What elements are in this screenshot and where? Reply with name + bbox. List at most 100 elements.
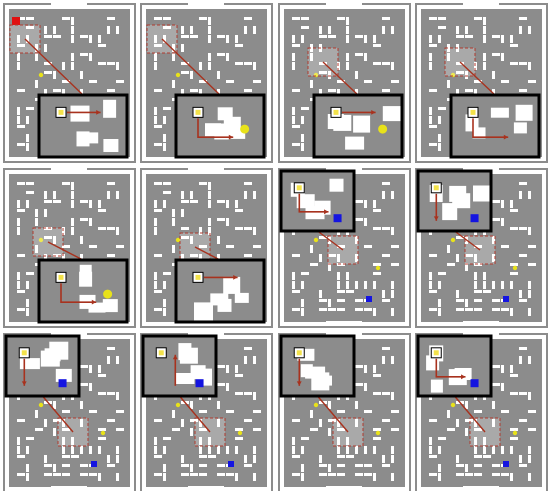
maze-wall-segment <box>474 455 482 458</box>
maze-wall-segment <box>53 35 61 38</box>
maze-wall-segment <box>116 410 124 413</box>
maze-wall-segment <box>98 365 101 373</box>
goal-block-icon <box>470 379 479 388</box>
maze-wall-segment <box>382 299 390 302</box>
maze-wall-segment <box>116 446 119 454</box>
maze-wall-segment <box>301 116 304 124</box>
maze-wall-segment <box>483 35 486 43</box>
maze-wall-segment <box>391 446 394 454</box>
maze-wall-segment <box>483 437 486 445</box>
maze-wall-segment <box>483 446 486 454</box>
zoom-inset <box>37 93 129 159</box>
maze-wall-segment <box>391 281 394 289</box>
maze-wall-segment <box>235 428 243 431</box>
maze-wall-segment <box>80 419 83 427</box>
inset-wall-block <box>442 203 458 221</box>
maze-wall-segment <box>373 374 381 377</box>
maze-wall-segment <box>328 464 331 472</box>
maze-wall-segment <box>80 473 88 476</box>
maze-wall-segment <box>53 71 56 79</box>
maze-wall-segment <box>337 437 340 445</box>
connector-line <box>454 230 481 251</box>
maze-wall-segment <box>364 446 367 454</box>
maze-wall-segment <box>382 182 390 185</box>
agent-marker-icon <box>58 109 64 115</box>
maze-wall-segment <box>71 200 74 208</box>
maze-wall-segment <box>319 455 322 463</box>
maze-wall-segment <box>181 464 189 467</box>
maze-wall-segment <box>465 428 468 436</box>
maze-wall-segment <box>181 44 184 52</box>
maze-wall-segment <box>116 428 124 431</box>
maze-wall-segment <box>253 428 261 431</box>
maze-wall-segment <box>226 446 229 454</box>
inset-wall-block <box>103 139 119 152</box>
maze-wall-segment <box>71 446 74 454</box>
maze-wall-segment <box>447 80 450 88</box>
maze-wall-segment <box>53 26 56 34</box>
maze-wall-segment <box>328 401 331 409</box>
inset-wall-block <box>382 106 403 122</box>
inset-wall-block <box>79 264 92 276</box>
maze-wall-segment <box>190 473 198 476</box>
maze-wall-segment <box>44 35 52 38</box>
maze-wall-segment <box>172 428 180 431</box>
inset-wall-block <box>305 206 325 220</box>
maze-wall-segment <box>528 410 536 413</box>
maze-wall-segment <box>465 464 468 472</box>
maze-wall-segment <box>301 272 309 275</box>
maze-wall-segment <box>456 473 464 476</box>
maze-wall-segment <box>346 446 349 454</box>
maze-wall-segment <box>429 35 432 43</box>
maze-wall-segment <box>26 308 29 316</box>
maze-wall-segment <box>154 281 157 289</box>
maze-wall-segment <box>253 392 256 400</box>
maze-wall-segment <box>235 437 243 440</box>
maze-wall-segment <box>501 245 509 248</box>
maze-wall-segment <box>53 419 61 422</box>
maze-wall-segment <box>244 89 252 92</box>
maze-wall-segment <box>226 473 234 476</box>
maze-wall-segment <box>528 191 531 199</box>
maze-wall-segment <box>253 191 256 199</box>
maze-wall-segment <box>474 446 477 454</box>
maze-wall-segment <box>199 80 207 83</box>
maze-wall-segment <box>337 245 345 248</box>
maze-wall-segment <box>474 89 477 97</box>
agent-marker-icon <box>433 185 439 191</box>
maze-wall-segment <box>163 107 171 110</box>
maze-wall-segment <box>17 281 20 289</box>
maze-wall-segment <box>328 254 336 257</box>
pellet-icon <box>375 430 381 436</box>
zoom-inset <box>174 93 266 159</box>
maze-wall-segment <box>510 437 518 440</box>
connector-line <box>317 230 344 251</box>
maze-wall-segment <box>217 365 225 368</box>
maze-wall-segment <box>438 272 446 275</box>
maze-wall-segment <box>163 281 166 289</box>
path-arrow-icon <box>298 193 329 213</box>
maze-wall-segment <box>154 437 157 445</box>
maze-wall-segment <box>337 80 345 83</box>
maze-wall-segment <box>17 272 20 280</box>
maze-wall-segment <box>510 281 513 289</box>
maze-wall-segment <box>154 35 157 43</box>
maze-wall-segment <box>89 365 92 373</box>
maze-wall-segment <box>17 62 20 70</box>
maze-wall-segment <box>519 290 522 298</box>
maze-wall-segment <box>71 182 74 190</box>
maze-wall-segment <box>44 200 52 203</box>
maze-wall-segment <box>244 254 252 257</box>
maze-wall-segment <box>492 53 500 56</box>
maze-wall-segment <box>26 299 29 307</box>
maze-wall-segment <box>429 107 432 115</box>
pellet-icon <box>175 237 181 243</box>
maze-wall-segment <box>373 62 381 65</box>
connector-line <box>41 395 74 433</box>
maze-wall-segment <box>26 116 29 124</box>
maze-wall-segment <box>217 254 220 262</box>
maze-wall-segment <box>172 410 175 418</box>
maze-wall-segment <box>483 281 486 289</box>
maze-wall-segment <box>44 236 52 239</box>
maze-wall-segment <box>292 446 295 454</box>
